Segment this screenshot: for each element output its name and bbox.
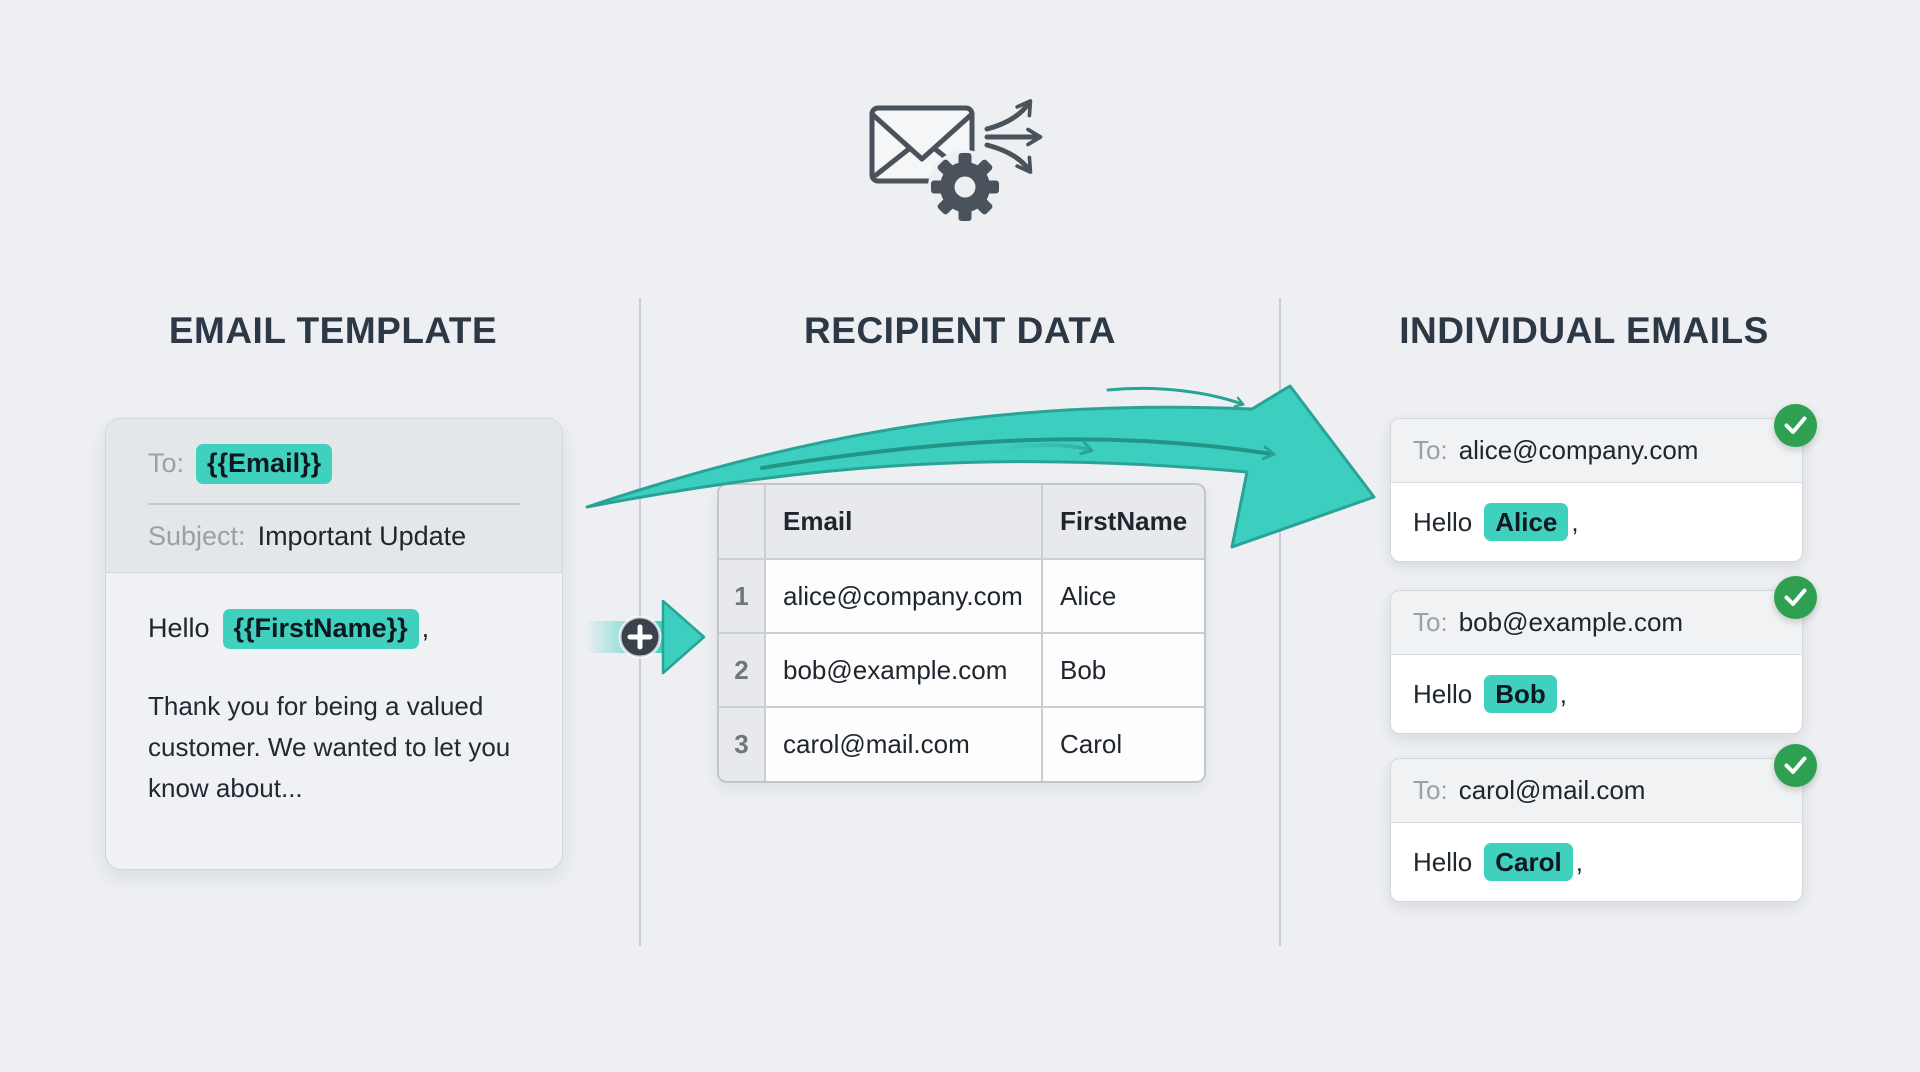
greeting-suffix: , [1559,678,1568,709]
firstname-cell: Carol [1042,707,1204,781]
checkmark-icon [1784,756,1807,774]
sent-check-badge [1774,576,1817,619]
gear-icon [928,150,1002,224]
merged-name-chip: Carol [1484,842,1573,882]
firstname-cell: Alice [1042,559,1204,634]
to-label: To: [1413,607,1448,637]
email-address: carol@mail.com [1458,775,1646,805]
greeting-prefix: Hello [1413,846,1473,877]
column-title-individual-emails: INDIVIDUAL EMAILS [1399,310,1769,351]
greeting-suffix: , [1571,506,1579,537]
email-card-body: Hello Bob , [1391,655,1802,733]
template-card-body: Hello {{FirstName}} , Thank you for bein… [106,571,562,809]
sent-check-badge [1774,404,1817,447]
flow-arrow-inner-line [760,437,1276,470]
envelope-icon [869,105,975,184]
merged-name-chip: Alice [1484,502,1569,542]
flow-arrow-small [1106,386,1245,408]
email-address: alice@company.com [1458,435,1699,465]
column-title-email-template: EMAIL TEMPLATE [168,310,498,351]
greeting-prefix: Hello [1413,678,1473,709]
email-card-body: Hello Alice , [1391,483,1802,561]
checkmark-icon [1784,588,1807,606]
template-header-separator [148,502,520,505]
column-divider [639,298,641,946]
envelope-gear-fanout-icon [869,99,1043,224]
template-to-row: To: {{Email}} [148,444,520,484]
individual-email-card: To: bob@example.com Hello Bob , [1390,576,1817,734]
column-divider [1279,298,1281,946]
email-column-header: Email [765,485,1043,560]
template-subject-row: Subject: Important Update [148,521,520,552]
to-label: To: [1413,775,1448,805]
email-address: bob@example.com [1458,607,1684,637]
greeting-prefix: Hello [1413,506,1473,537]
table-row: 2 bob@example.com Bob [719,633,1204,708]
row-number-cell: 2 [719,633,766,708]
email-card-header: To: alice@company.com [1391,419,1802,483]
template-greeting-line: Hello {{FirstName}} , [148,608,520,649]
email-card-header: To: bob@example.com [1391,591,1802,655]
recipient-data-table: Email FirstName 1 alice@company.com Alic… [717,483,1206,783]
firstname-cell: Bob [1042,633,1204,708]
individual-email-card: To: alice@company.com Hello Alice , [1390,404,1817,562]
fanout-arrows-icon [984,99,1043,174]
greeting-prefix: Hello [148,613,210,644]
greeting-suffix: , [1575,846,1583,877]
firstname-placeholder-chip: {{FirstName}} [222,608,419,649]
table-row: 3 carol@mail.com Carol [719,707,1204,781]
subject-value: Important Update [257,520,467,551]
email-card-body: Hello Carol , [1391,823,1802,901]
column-title-recipient-data: RECIPIENT DATA [804,310,1116,351]
row-number-cell: 1 [719,559,766,634]
table-header-row: Email FirstName [719,485,1204,560]
email-placeholder-chip: {{Email}} [196,444,333,484]
email-cell: alice@company.com [765,559,1043,634]
template-body-text: Thank you for being a valued customer. W… [148,690,511,803]
email-cell: carol@mail.com [765,707,1043,781]
insert-arrow-icon [586,599,706,675]
to-label: To: [148,448,185,479]
individual-email-card: To: carol@mail.com Hello Carol , [1390,744,1817,902]
subject-label: Subject: [148,520,246,551]
email-cell: bob@example.com [765,633,1043,708]
template-card-header: To: {{Email}} Subject: Important Update [106,419,562,572]
checkmark-icon [1784,416,1807,434]
row-number-header-cell [719,485,766,560]
email-template-card: To: {{Email}} Subject: Important Update … [105,418,563,870]
flow-arrow-faded [1000,440,1094,456]
sent-check-badge [1774,744,1817,787]
merged-name-chip: Bob [1484,674,1557,714]
row-number-cell: 3 [719,707,766,781]
greeting-suffix: , [421,613,430,644]
table-row: 1 alice@company.com Alice [719,559,1204,634]
email-card-header: To: carol@mail.com [1391,759,1802,823]
firstname-column-header: FirstName [1042,485,1204,560]
to-label: To: [1413,435,1448,465]
